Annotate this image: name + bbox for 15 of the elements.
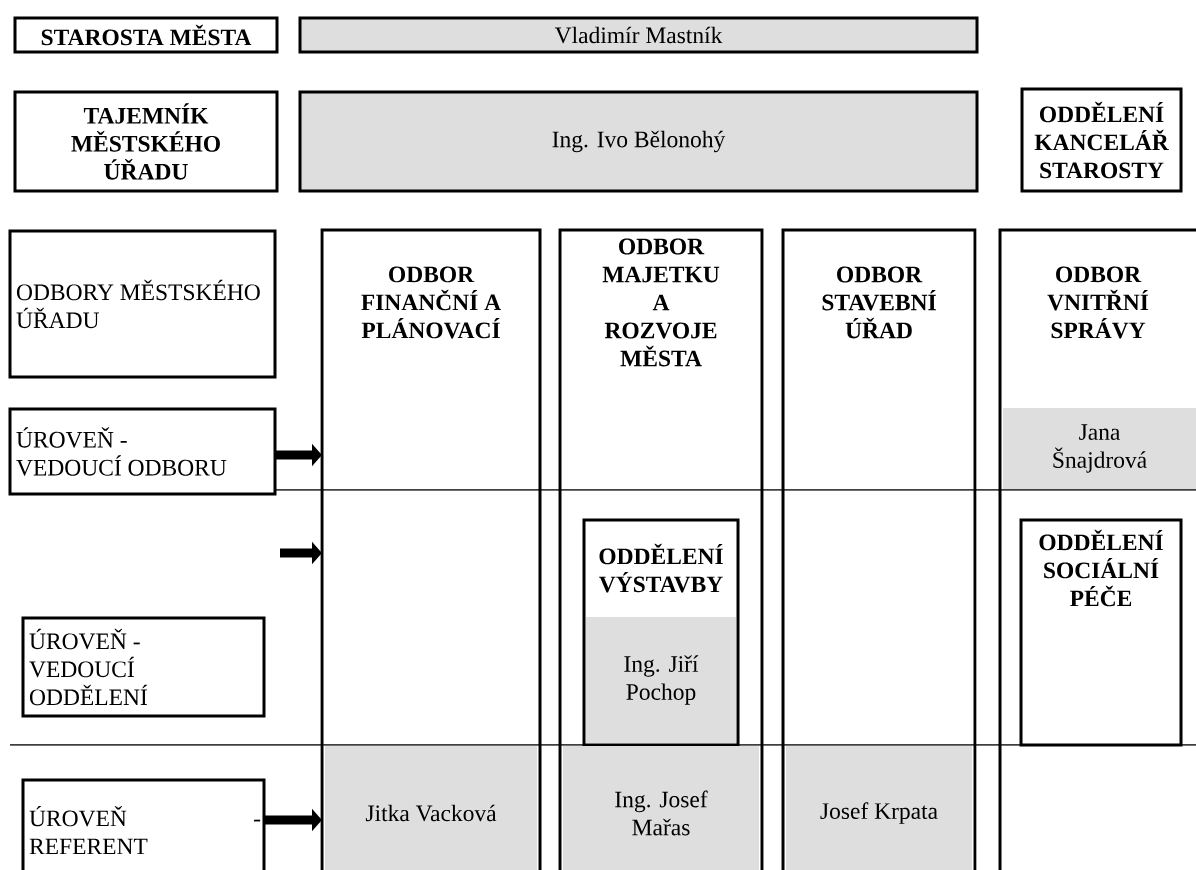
level-box: ÚROVEŇ - VEDOUCÍ ODDĚLENÍ [21,616,266,718]
name-cell: Jitka Vacková [325,746,537,870]
name-cell: Jana Šnajdrová [1003,408,1196,489]
role-box: TAJEMNÍK MĚSTSKÉHO ÚŘADU [13,90,279,193]
level-box: ODBORY MĚSTSKÉHO ÚŘADU [8,229,277,379]
level-box: ÚROVEŇ - VEDOUCÍ ODBORU [8,407,277,496]
name-box: Vladimír Mastník [298,16,979,54]
name-cell: Josef Krpata [786,746,972,870]
department-box: ODDĚLENÍ KANCELÁŘ STAROSTY [1020,87,1183,193]
role-box: STAROSTA MĚSTA [13,16,279,54]
name-box: Ing. Ivo Bělonohý [298,90,979,193]
name-cell: Ing. Josef Mařas [563,746,759,870]
level-box: ÚROVEŇ - REFERENT [21,778,266,870]
section-box: ODDĚLENÍ SOCIÁLNÍ PÉČE [1019,518,1183,747]
name-cell: Ing. Jiří Pochop [586,617,736,743]
